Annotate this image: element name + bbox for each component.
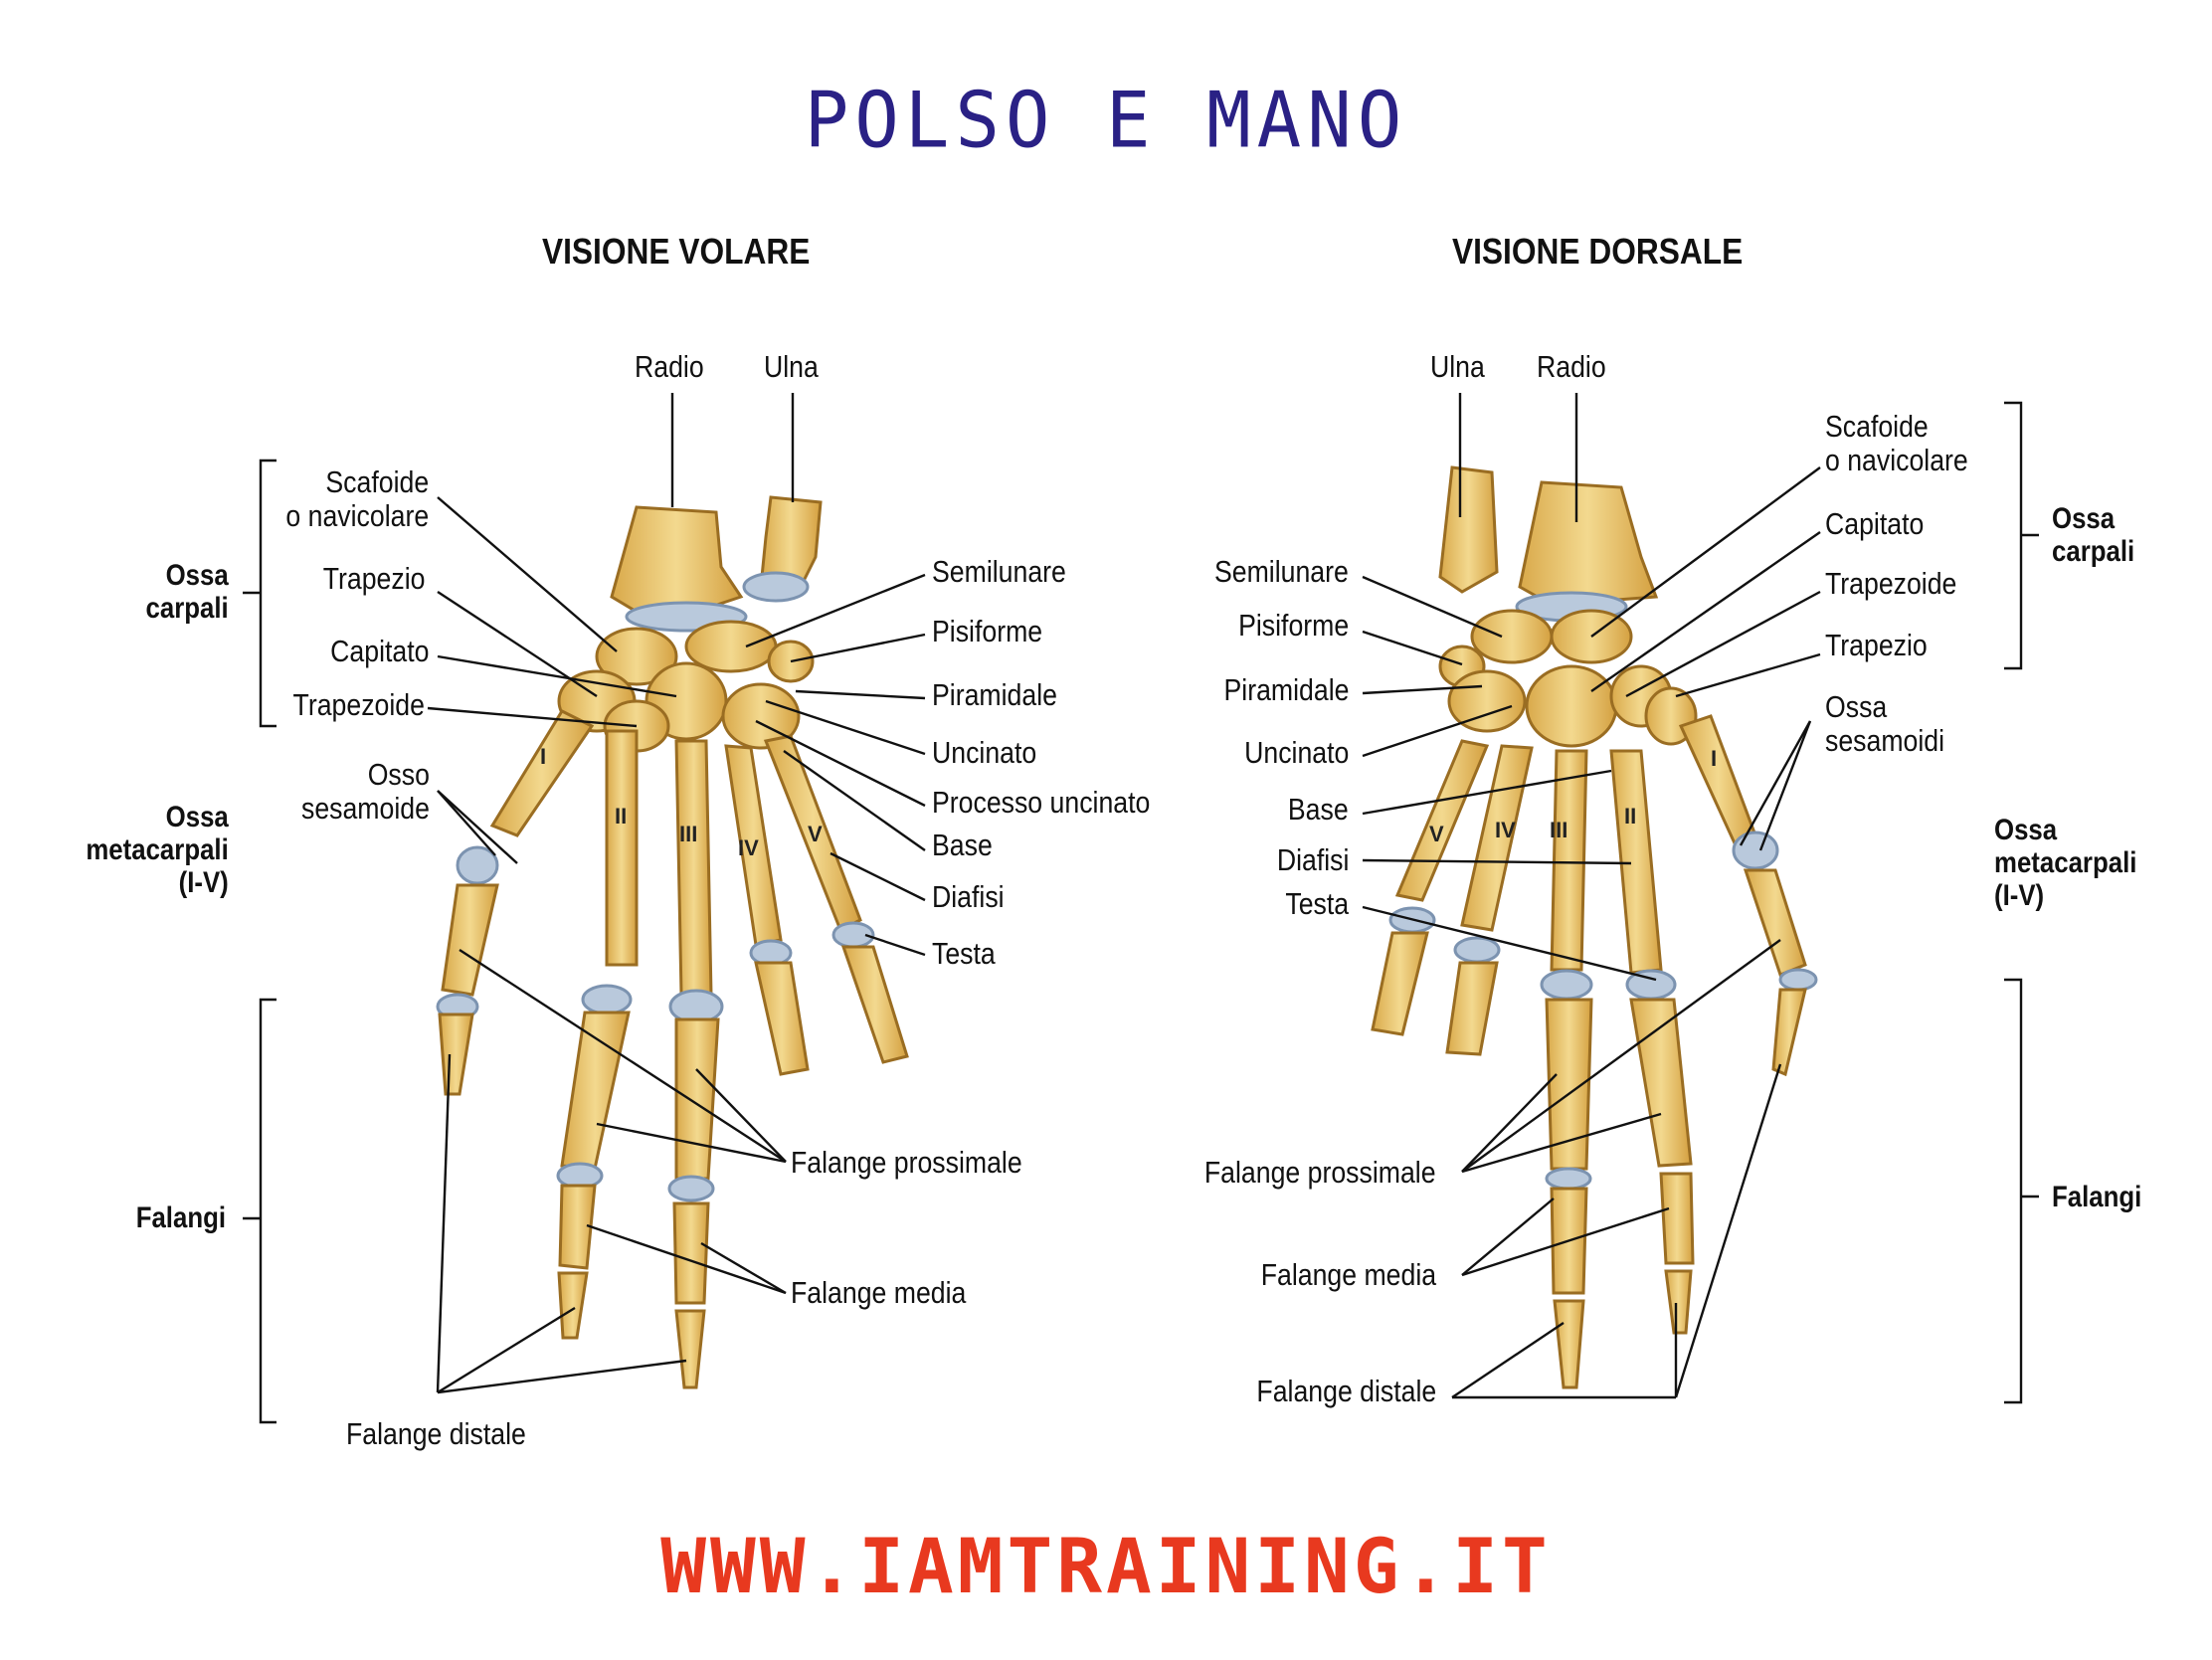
label-dorsal-falange-prossimale: Falange prossimale (1204, 1155, 1436, 1190)
roman-dorsal-5: V (1429, 822, 1444, 846)
label-dorsal-pisiforme: Pisiforme (1237, 608, 1349, 643)
label-volar-falange-prossimale: Falange prossimale (791, 1145, 1022, 1180)
label-volar-trapezoide: Trapezoide (292, 687, 425, 722)
roman-volar-2: II (615, 804, 628, 829)
label-volar-semilunare: Semilunare (932, 554, 1066, 589)
label-dorsal-ulna: Ulna (1430, 349, 1485, 384)
label-dorsal-ossa-sesamoidi: Ossa sesamoidi (1825, 689, 1945, 758)
label-dorsal-trapezoide: Trapezoide (1825, 566, 1957, 601)
roman-dorsal-2: II (1624, 804, 1637, 829)
group-dorsal-falangi: Falangi (2052, 1181, 2142, 1213)
group-volar-carpali: Ossa carpali (145, 559, 229, 625)
label-dorsal-uncinato: Uncinato (1243, 735, 1349, 770)
label-volar-pisiforme: Pisiforme (932, 614, 1043, 648)
label-volar-scafoide: Scafoide o navicolare (285, 464, 429, 533)
label-dorsal-piramidale: Piramidale (1223, 672, 1349, 707)
group-volar-metacarpali: Ossa metacarpali (I-V) (86, 801, 229, 899)
label-dorsal-base: Base (1288, 792, 1349, 827)
label-dorsal-trapezio: Trapezio (1825, 628, 1928, 662)
roman-dorsal-1: I (1711, 746, 1718, 771)
label-volar-diafisi: Diafisi (932, 879, 1005, 914)
roman-volar-4: IV (738, 835, 759, 860)
label-volar-trapezio: Trapezio (322, 561, 425, 596)
roman-volar-3: III (679, 822, 698, 846)
dorsal-hand (1371, 465, 1818, 1389)
label-dorsal-scafoide: Scafoide o navicolare (1825, 409, 1968, 477)
roman-volar-1: I (540, 744, 547, 769)
group-volar-falangi: Falangi (135, 1201, 226, 1234)
label-dorsal-capitato: Capitato (1825, 506, 1925, 541)
dorsal-view-heading: VISIONE DORSALE (1452, 231, 1744, 272)
group-dorsal-carpali: Ossa carpali (2052, 502, 2135, 568)
footer-website: WWW.IAMTRAINING.IT (660, 1522, 1552, 1610)
volar-hand (436, 495, 909, 1389)
label-volar-falange-distale: Falange distale (346, 1416, 526, 1451)
label-volar-capitato: Capitato (329, 634, 429, 668)
label-dorsal-diafisi: Diafisi (1276, 842, 1349, 877)
label-dorsal-semilunare: Semilunare (1214, 554, 1349, 589)
label-dorsal-radio: Radio (1537, 349, 1606, 384)
label-volar-osso-sesamoide: Osso sesamoide (301, 757, 430, 826)
volar-view-heading: VISIONE VOLARE (542, 231, 811, 272)
label-volar-testa: Testa (932, 936, 996, 971)
roman-dorsal-4: IV (1495, 818, 1516, 842)
label-volar-processo-uncinato: Processo uncinato (932, 785, 1151, 820)
roman-volar-5: V (808, 822, 823, 846)
label-dorsal-falange-distale: Falange distale (1256, 1374, 1436, 1408)
label-volar-uncinato: Uncinato (932, 735, 1037, 770)
label-dorsal-testa: Testa (1285, 886, 1349, 921)
label-dorsal-falange-media: Falange media (1260, 1257, 1436, 1292)
page-title: POLSO E MANO (804, 75, 1408, 166)
label-volar-base: Base (932, 828, 993, 862)
label-volar-radio: Radio (635, 349, 704, 384)
label-volar-piramidale: Piramidale (932, 677, 1057, 712)
label-volar-ulna: Ulna (764, 349, 819, 384)
group-dorsal-metacarpali: Ossa metacarpali (I-V) (1994, 814, 2137, 912)
leader-lines (243, 393, 2039, 1424)
label-volar-falange-media: Falange media (791, 1275, 967, 1310)
roman-dorsal-3: III (1550, 818, 1568, 842)
